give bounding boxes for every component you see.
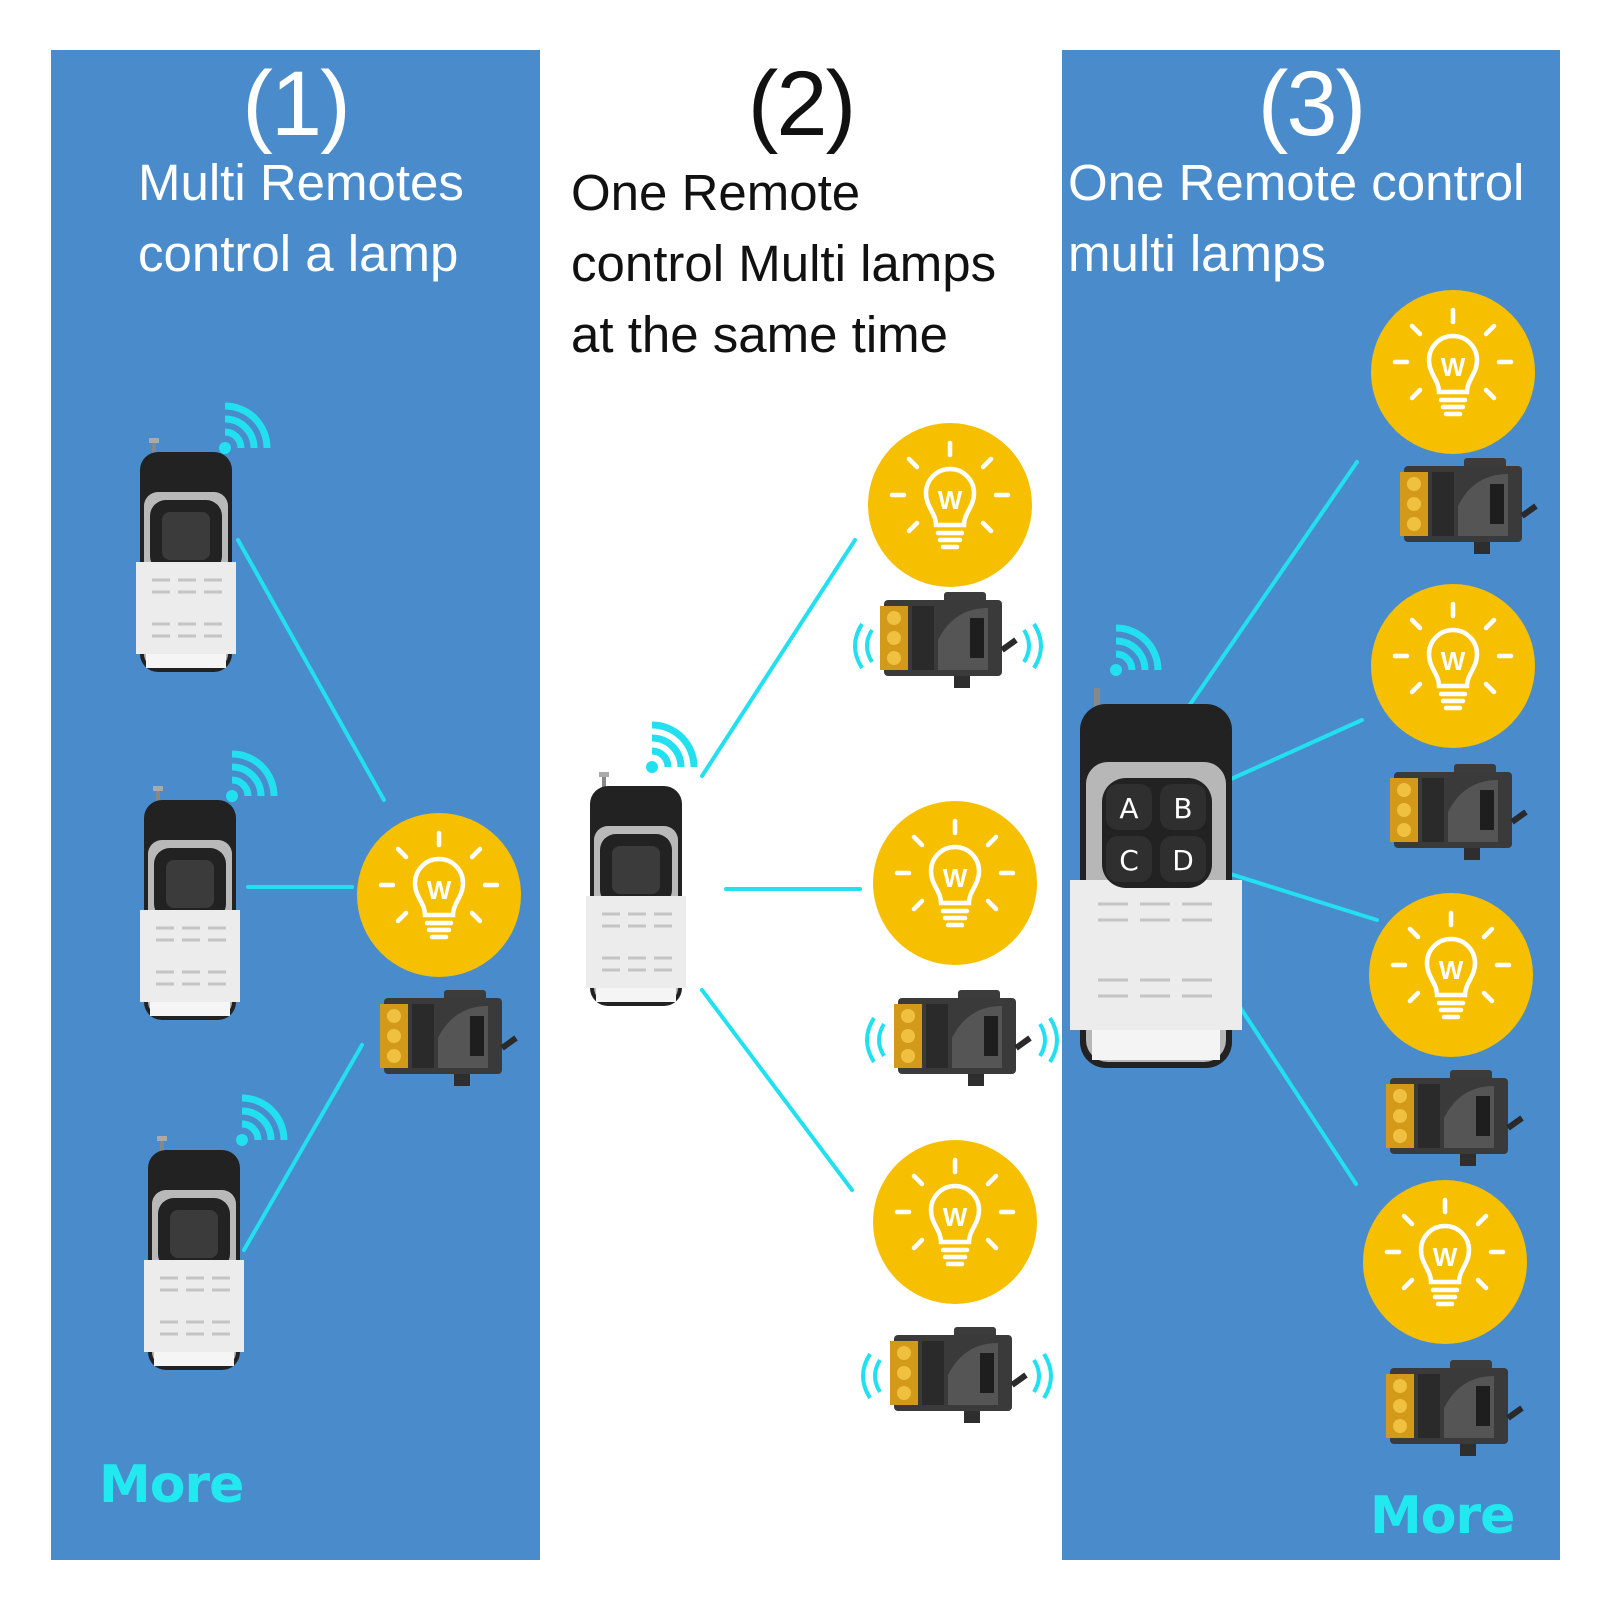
bulb-letter: W xyxy=(943,863,968,893)
signal-link xyxy=(242,1043,364,1252)
remote-button-d[interactable]: D xyxy=(1160,836,1206,882)
bulb-letter: W xyxy=(1439,955,1464,985)
caption-line: at the same time xyxy=(571,306,948,363)
remote-control-icon xyxy=(134,436,238,674)
bulb-letter: W xyxy=(1441,352,1466,382)
relay-receiver-icon xyxy=(894,990,1030,1086)
bulb-letter: W xyxy=(943,1202,968,1232)
remote-button-a[interactable]: A xyxy=(1106,784,1152,830)
lightbulb-icon: W xyxy=(873,1140,1037,1304)
svg-text:A: A xyxy=(1119,792,1138,825)
relay-receiver-icon xyxy=(1390,764,1526,860)
step-number-2: (2) xyxy=(747,53,856,155)
signal-link xyxy=(700,988,854,1192)
signal-link xyxy=(700,538,857,778)
lightbulb-icon: W xyxy=(357,813,521,977)
bulb-letter: W xyxy=(427,875,452,905)
lightbulb-icon: W xyxy=(1371,290,1535,454)
step-number-1: (1) xyxy=(242,53,350,155)
panel-3-caption: One Remote control multi lamps xyxy=(1068,147,1524,289)
remote-button-b[interactable]: B xyxy=(1160,784,1206,830)
caption-line: Multi Remotes xyxy=(138,154,464,211)
panel-2-caption: One Remote control Multi lamps at the sa… xyxy=(571,157,996,370)
relay-receiver-icon xyxy=(1400,458,1536,554)
signal-link xyxy=(236,538,386,802)
relay-receiver-icon xyxy=(1386,1360,1522,1456)
caption-line: control Multi lamps xyxy=(571,235,997,292)
remote-control-icon xyxy=(138,784,242,1022)
panel-2-links xyxy=(700,538,862,1192)
bulb-letter: W xyxy=(938,485,963,515)
remote-control-icon xyxy=(142,1134,246,1372)
remote-button-c[interactable]: C xyxy=(1106,836,1152,882)
svg-text:B: B xyxy=(1173,792,1192,825)
step-number-3: (3) xyxy=(1257,53,1366,155)
wifi-signal-icon xyxy=(1110,628,1158,676)
caption-line: One Remote control xyxy=(1068,154,1525,211)
relay-receiver-icon xyxy=(1386,1070,1522,1166)
lightbulb-icon: W xyxy=(1363,1180,1527,1344)
bulb-letter: W xyxy=(1441,646,1466,676)
wifi-signal-icon xyxy=(226,754,274,802)
more-link[interactable]: More xyxy=(99,1455,244,1515)
relay-receiver-icon xyxy=(890,1327,1026,1423)
caption-line: multi lamps xyxy=(1068,225,1326,282)
panel-1-links xyxy=(236,538,386,1252)
wifi-signal-icon xyxy=(236,1098,284,1146)
wifi-signal-icon xyxy=(853,622,1059,1400)
more-link[interactable]: More xyxy=(1370,1486,1515,1546)
lightbulb-icon: W xyxy=(1369,893,1533,1057)
relay-receiver-icon xyxy=(880,592,1016,688)
lightbulb-icon: W xyxy=(1371,584,1535,748)
svg-text:D: D xyxy=(1172,844,1194,877)
wifi-signal-icon xyxy=(219,406,267,454)
caption-line: One Remote xyxy=(571,164,861,221)
lightbulb-icon: W xyxy=(868,423,1032,587)
remote-control-icon xyxy=(584,770,688,1008)
caption-line: control a lamp xyxy=(138,225,459,282)
wifi-signal-icon xyxy=(646,725,694,773)
relay-receiver-icon xyxy=(380,990,516,1086)
bulb-letter: W xyxy=(1433,1242,1458,1272)
lightbulb-icon: W xyxy=(873,801,1037,965)
svg-text:C: C xyxy=(1119,844,1139,877)
panel-multi-remotes: (1) Multi Remotes control a lamp More xyxy=(51,50,540,1560)
remote-control-icon xyxy=(1070,688,1242,1068)
panel-1-caption: Multi Remotes control a lamp xyxy=(138,147,464,289)
